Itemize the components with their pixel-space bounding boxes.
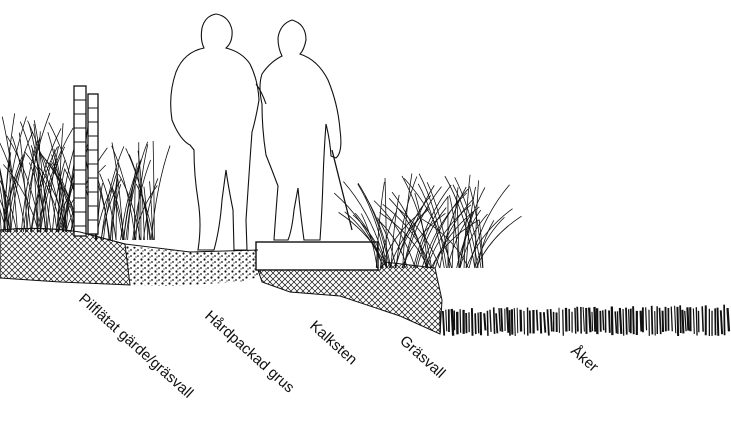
wattle-fence-icon: [74, 86, 98, 236]
label-fence: Pilflätat gärde/gräsvall: [75, 290, 196, 401]
label-gravel: Hårdpackad grus: [201, 307, 297, 396]
label-limestone: Kalksten: [306, 317, 360, 368]
label-grass: Gräsvall: [396, 332, 448, 381]
label-field: Åker: [567, 342, 601, 375]
limestone-slab: [256, 242, 378, 270]
field-stripes: [440, 305, 729, 336]
walking-couple-icon: [171, 14, 352, 250]
earth-grass-zone: [258, 262, 442, 334]
